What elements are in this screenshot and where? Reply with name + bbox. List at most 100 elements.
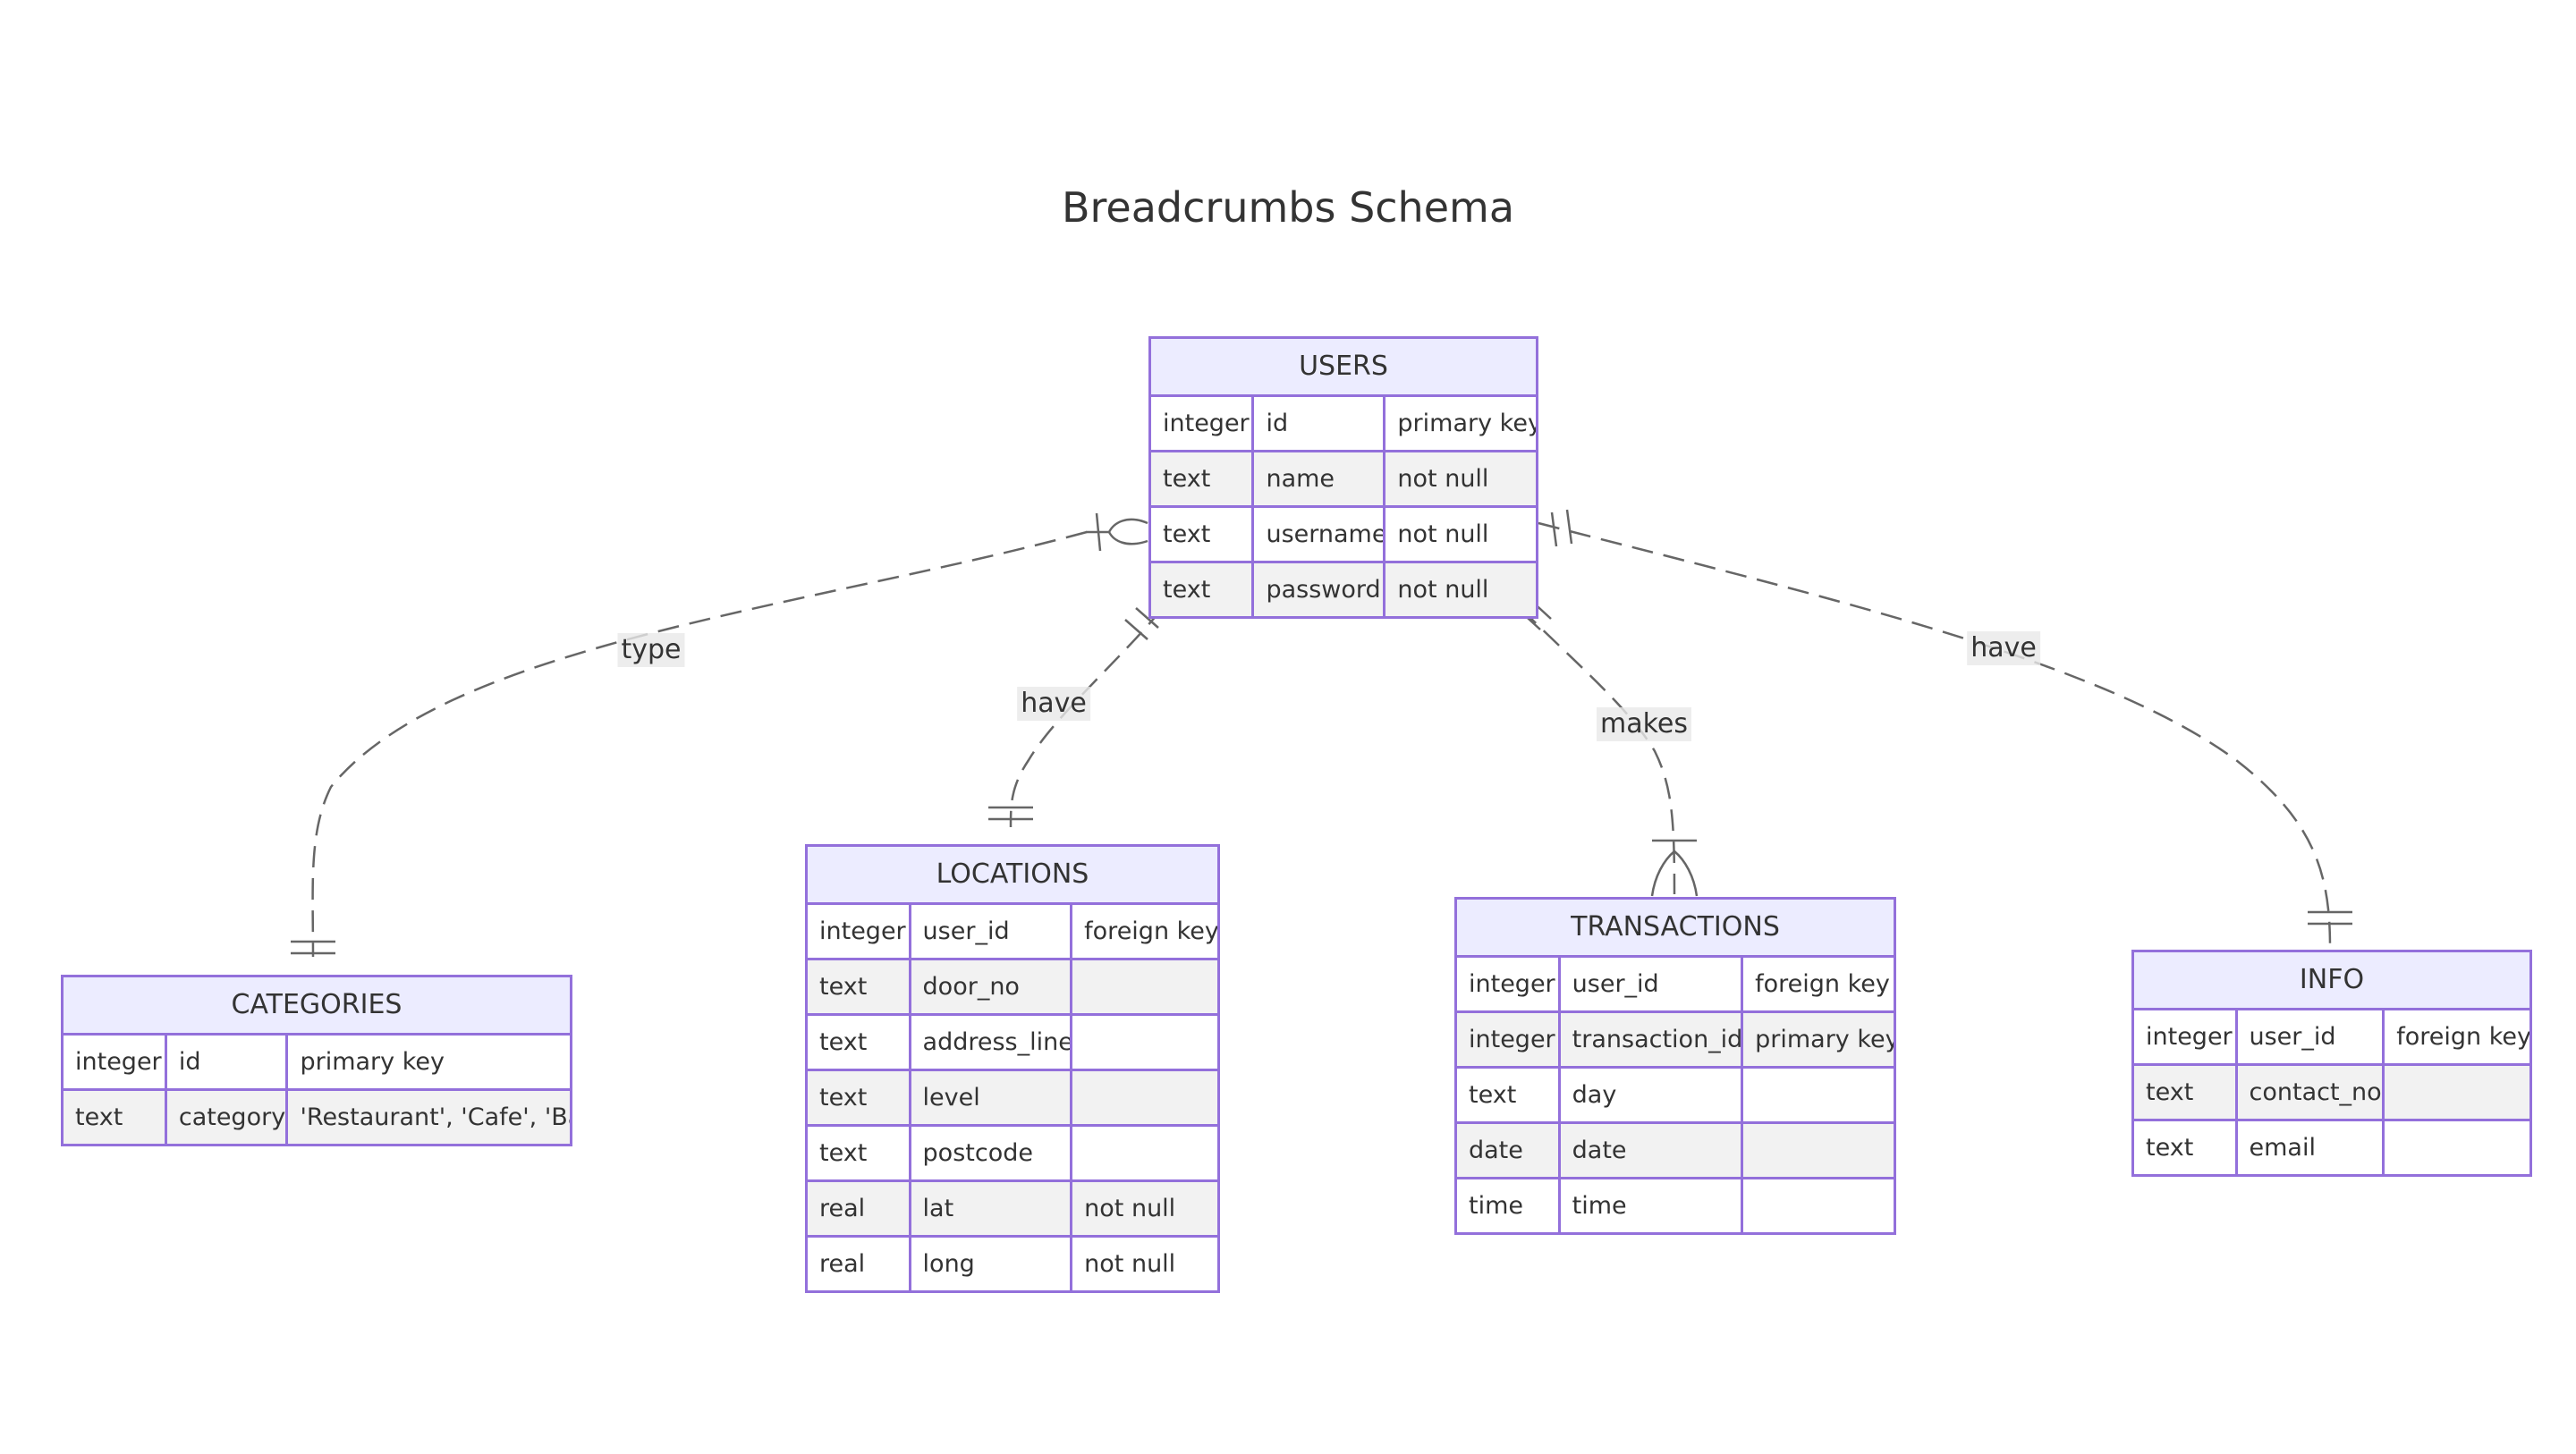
attribute-name: door_no [908,960,1071,1013]
attribute-key: not null [1070,1182,1217,1235]
attribute-key [2382,1121,2529,1174]
entity-header: LOCATIONS [808,847,1217,905]
attribute-type: real [819,1195,866,1222]
rel-label-users-categories: type [617,633,685,667]
rel-label-users-locations: have [1017,687,1090,721]
attribute-row: text contact_no [2134,1063,2529,1119]
attribute-type: real [819,1250,866,1278]
attribute-type: date [1469,1137,1523,1164]
attribute-type: text [1163,576,1211,604]
attribute-type: integer [1469,1026,1555,1053]
attribute-key: primary key [285,1036,570,1088]
attribute-type: integer [75,1048,162,1076]
attribute-name: level [908,1071,1071,1124]
edge-users-categories [311,530,1088,958]
attribute-name: user_id [908,905,1071,958]
attribute-key: primary key [1383,397,1536,450]
attribute-key: primary key [1741,1013,1894,1066]
attribute-key [1741,1124,1894,1177]
attribute-name: time [1557,1179,1741,1232]
attribute-key [1070,960,1217,1013]
attribute-name: day [1557,1069,1741,1121]
attribute-key: not null [1383,563,1536,616]
attribute-key [1741,1179,1894,1232]
attribute-key: not null [1070,1238,1217,1290]
edge-users-locations [1009,607,1164,828]
attribute-name: password [1251,563,1383,616]
attribute-type: text [819,1139,868,1167]
attribute-name: date [1557,1124,1741,1177]
attribute-row: date date [1457,1121,1894,1177]
entity-header: INFO [2134,952,2529,1010]
attribute-type: text [75,1103,123,1131]
one-mark-users-info [1550,509,1573,547]
attribute-name: address_line [908,1016,1070,1069]
rel-label-users-transactions: makes [1597,707,1691,741]
attribute-name: id [1251,397,1383,450]
attribute-type: text [819,973,868,1001]
attribute-key: not null [1383,508,1536,561]
attribute-key [1070,1071,1217,1124]
rel-label-users-info: have [1967,631,2040,665]
entity-header: TRANSACTIONS [1457,900,1894,958]
attribute-name: transaction_id [1557,1013,1741,1066]
attribute-name: contact_no [2234,1066,2383,1119]
edge-users-info [1538,521,2332,949]
attribute-type: integer [2146,1023,2233,1051]
attribute-type: integer [1163,410,1250,437]
one-mark-info [2308,910,2352,926]
attribute-name: user_id [2234,1010,2383,1063]
attribute-name: postcode [908,1127,1071,1179]
attribute-name: id [164,1036,286,1088]
attribute-type: text [1163,520,1211,548]
attribute-type: text [2146,1134,2194,1162]
attribute-key: not null [1383,452,1536,505]
attribute-type: text [1163,465,1211,493]
entity-header: CATEGORIES [64,977,570,1036]
attribute-type: text [2146,1078,2194,1106]
one-mark-users-locations [1124,607,1159,640]
attribute-key: foreign key [1741,958,1894,1010]
attribute-type: integer [819,917,906,945]
attribute-type: integer [1469,970,1555,998]
attribute-row: text door_no [808,958,1217,1013]
attribute-key: foreign key [2382,1010,2529,1063]
attribute-row: text day [1457,1066,1894,1121]
attribute-type: time [1469,1192,1524,1220]
attribute-key [1741,1069,1894,1121]
crows-foot-users-categories [1086,512,1148,552]
attribute-type: text [1469,1081,1517,1109]
attribute-key [1070,1127,1217,1179]
attribute-key [1070,1016,1217,1069]
attribute-row: text level [808,1069,1217,1124]
one-mark-locations [988,806,1033,821]
attribute-name: email [2234,1121,2383,1174]
attribute-key: foreign key [1070,905,1217,958]
crows-foot-transactions [1650,839,1699,897]
entity-header: USERS [1151,339,1536,397]
one-mark-categories [291,940,335,955]
attribute-name: username [1251,508,1383,561]
attribute-name: name [1251,452,1383,505]
attribute-type: text [819,1084,868,1112]
attribute-row: text email [2134,1119,2529,1174]
attribute-name: long [908,1238,1071,1290]
attribute-row: time time [1457,1177,1894,1232]
